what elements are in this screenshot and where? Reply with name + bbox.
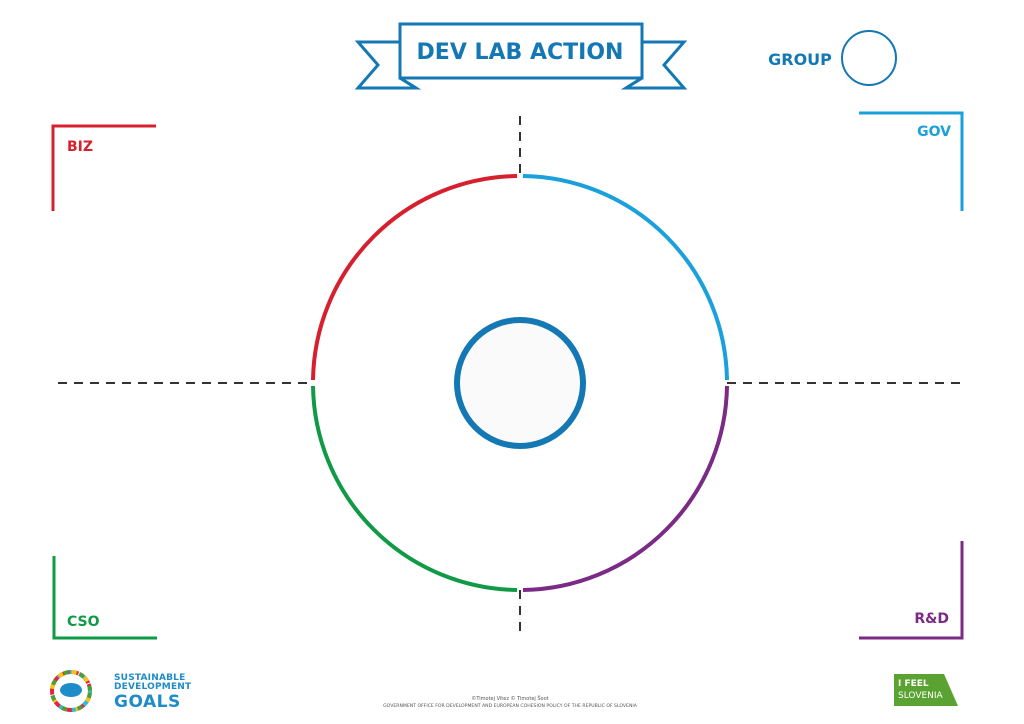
photo-credit: ©Timotej Vitez © Timotej Šoot	[471, 696, 549, 702]
group-circle-icon[interactable]	[841, 30, 897, 86]
ribbon-left-fold	[399, 76, 417, 90]
guide-lines	[58, 116, 963, 636]
page-title: DEV LAB ACTION	[417, 40, 624, 65]
slovenia-line2: SLOVENIA	[898, 691, 944, 701]
sdg-wheel-icon	[50, 670, 92, 712]
quadrant-label-biz: BIZ	[67, 139, 93, 155]
center-circle[interactable]	[454, 317, 586, 449]
ribbon-banner-icon	[354, 22, 688, 90]
quadrant-label-gov: GOV	[917, 124, 951, 140]
quadrant-label-rd: R&D	[914, 611, 949, 627]
corner-bracket-rd	[859, 541, 964, 640]
ring-arc-rd	[522, 385, 729, 592]
sdg-goals: GOALS	[114, 692, 181, 712]
slovenia-line1: I FEEL	[898, 679, 929, 689]
ribbon-right-fold	[625, 76, 643, 90]
sdg-line-2: DEVELOPMENT	[114, 682, 192, 692]
i-feel-slovenia-logo: I FEEL SLOVENIA	[894, 674, 958, 706]
corner-bracket-cso	[52, 556, 157, 640]
ribbon-center	[398, 22, 644, 80]
ring-arc-gov	[522, 174, 729, 381]
group-label: GROUP	[768, 50, 832, 69]
corner-bracket-gov	[859, 111, 964, 211]
corner-bracket-biz	[51, 124, 156, 211]
sdg-line-1: SUSTAINABLE	[114, 673, 186, 683]
quadrant-label-cso: CSO	[67, 614, 100, 630]
sdg-text-logo: SUSTAINABLE DEVELOPMENT GOALS	[114, 674, 191, 711]
ring-arc-cso	[311, 385, 518, 592]
ring-arc-biz	[311, 174, 518, 381]
government-office-credit: GOVERNMENT OFFICE FOR DEVELOPMENT AND EU…	[383, 704, 637, 709]
